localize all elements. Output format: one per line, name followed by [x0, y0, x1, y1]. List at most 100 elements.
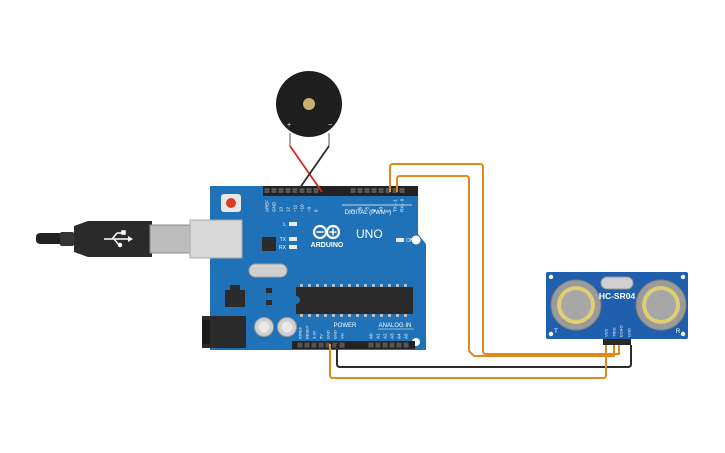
capacitor [277, 317, 297, 337]
analog-pin-label: A1 [376, 333, 381, 339]
piezo-buzzer: + − [276, 71, 342, 146]
sensor-pin-label: ECHO [619, 325, 624, 337]
sensor-name: HC-SR04 [599, 291, 636, 301]
sensor-left-mark: T [554, 329, 558, 335]
digital-pin [364, 188, 370, 193]
sensor-pin-label: TRIG [612, 327, 617, 337]
led-l-label: L [283, 222, 286, 228]
power-pin [304, 342, 310, 348]
buzzer-negative-wire [296, 145, 330, 193]
usb-port [189, 219, 243, 259]
transmitter-transducer [550, 279, 602, 331]
mounting-hole [411, 235, 421, 245]
voltage-regulator [225, 290, 245, 307]
digital-pin-label: GND [272, 201, 277, 212]
usb-icon [104, 230, 133, 248]
led-rx [289, 245, 297, 249]
analog-pin [396, 342, 402, 348]
power-pin-label: GND [333, 330, 338, 339]
digital-pin-label: 8 [314, 209, 319, 212]
analog-label: ANALOG IN [379, 323, 412, 329]
power-pin [311, 342, 317, 348]
power-pin-label: Vin [340, 333, 345, 339]
digital-pin [385, 188, 391, 193]
usb-cable [36, 221, 191, 257]
digital-pin-label: 4 [372, 209, 377, 212]
power-pin [325, 342, 331, 348]
led-tx-label: TX [280, 237, 287, 243]
buzzer-plus-label: + [287, 122, 291, 129]
reset-button[interactable] [221, 194, 241, 212]
wires [289, 145, 632, 379]
led-tx [289, 237, 297, 241]
ground-wire [336, 344, 632, 368]
digital-pin [292, 188, 298, 193]
analog-pin-label: A5 [404, 333, 409, 339]
analog-pin-label: A2 [383, 333, 388, 339]
brand-label: ARDUINO [311, 242, 344, 249]
digital-pin [357, 188, 363, 193]
analog-pin [403, 342, 409, 348]
digital-pin-label: ~6 [358, 206, 363, 212]
digital-pin-label: AREF [265, 200, 270, 212]
digital-header [263, 186, 418, 196]
digital-pin-label: ~3 [379, 206, 384, 212]
digital-pin-label: 2 [386, 209, 391, 212]
power-pin-label: 5V [319, 334, 324, 339]
analog-pin-label: A4 [397, 333, 402, 339]
model-label: UNO [356, 227, 383, 241]
analog-pin-label: A3 [390, 333, 395, 339]
digital-pin [313, 188, 319, 193]
digital-pin [371, 188, 377, 193]
digital-pin [392, 188, 398, 193]
digital-pin-label: 13 [279, 206, 284, 212]
analog-pin-label: A0 [369, 333, 374, 339]
power-pin [332, 342, 338, 348]
digital-pin-label: ~10 [300, 204, 305, 212]
vcc-wire [329, 344, 607, 379]
power-analog-header [292, 341, 415, 349]
digital-pin [306, 188, 312, 193]
digital-pin-label: ~5 [365, 206, 370, 212]
digital-pin [399, 188, 405, 193]
sensor-crystal [600, 276, 634, 290]
digital-pin [299, 188, 305, 193]
sensor-pin-header [603, 339, 631, 345]
arduino-logo [312, 224, 341, 240]
analog-pin [382, 342, 388, 348]
digital-pin-label: ~9 [307, 206, 312, 212]
buzzer-positive-wire [289, 145, 323, 193]
power-pin [318, 342, 324, 348]
digital-pin [271, 188, 277, 193]
led-l [289, 222, 297, 226]
capacitor [254, 317, 274, 337]
digital-label: DIGITAL (PWM~) [345, 210, 392, 216]
power-pin-label: IOREF [298, 326, 303, 339]
trig-wire [389, 163, 620, 355]
sensor-right-mark: R [676, 329, 681, 335]
usb-chip [262, 237, 276, 251]
power-pin [297, 342, 303, 348]
echo-wire [396, 175, 615, 357]
crystal-oscillator [248, 263, 288, 278]
digital-pin-label: ~11 [293, 204, 298, 212]
analog-pin [368, 342, 374, 348]
digital-pin [278, 188, 284, 193]
power-pin-label: RESET [305, 325, 310, 339]
led-on [396, 238, 404, 242]
digital-pin [264, 188, 270, 193]
led-on-label: ON [406, 238, 414, 244]
analog-pin [389, 342, 395, 348]
sensor-pin-label: VCC [604, 328, 609, 337]
digital-pin [378, 188, 384, 193]
power-pin-label: GND [326, 330, 331, 339]
digital-pin-label: 12 [286, 206, 291, 212]
power-pin [339, 342, 345, 348]
power-label: POWER [334, 323, 357, 329]
digital-pin-label: 7 [351, 209, 356, 212]
buzzer-minus-label: − [328, 122, 332, 129]
digital-pin [350, 188, 356, 193]
